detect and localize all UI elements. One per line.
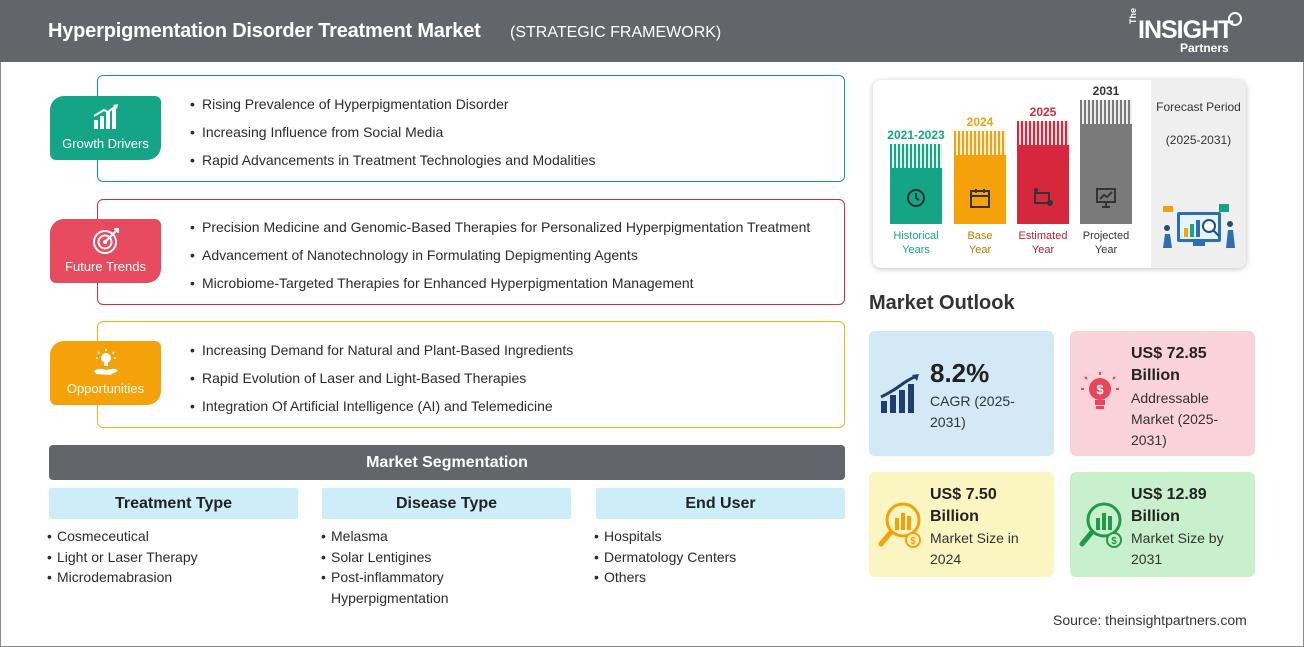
future-trends-label: Future Trends bbox=[65, 259, 146, 274]
page-subtitle: (STRATEGIC FRAMEWORK) bbox=[510, 24, 722, 41]
list-item: Rapid Advancements in Treatment Technolo… bbox=[190, 150, 830, 170]
market-size-2031-card: $ US$ 12.89 Billion Market Size by 2031 bbox=[1070, 472, 1255, 577]
calendar-icon bbox=[970, 189, 990, 208]
market-size-2024-value: US$ 7.50 Billion bbox=[930, 486, 997, 525]
disease-type-list: Melasma Solar Lentigines Post-inflammato… bbox=[321, 526, 491, 608]
year-label-base: 2024 bbox=[966, 115, 994, 129]
addressable-market-value: US$ 72.85 Billion bbox=[1131, 345, 1207, 384]
opportunities-badge: Opportunities bbox=[50, 341, 161, 405]
list-item: Microdemabrasion bbox=[47, 567, 297, 588]
market-size-2024-label: Market Size in 2024 bbox=[930, 530, 1019, 567]
list-item: Post-inflammatory Hyperpigmentation bbox=[321, 567, 491, 608]
year-label-estimated: 2025 bbox=[1029, 105, 1057, 119]
base-year-bar bbox=[954, 131, 1006, 224]
opportunities-list: Increasing Demand for Natural and Plant-… bbox=[190, 340, 830, 424]
list-item: Integration Of Artificial Intelligence (… bbox=[190, 396, 830, 416]
market-size-2031-value: US$ 12.89 Billion bbox=[1131, 486, 1207, 525]
insight-partners-logo: The INSIGHT Partners bbox=[1128, 8, 1248, 56]
list-item: Advancement of Nanotechnology in Formula… bbox=[190, 245, 830, 265]
idea-hand-icon bbox=[94, 349, 118, 375]
list-item: Dermatology Centers bbox=[594, 547, 844, 568]
projected-year-bar bbox=[1080, 100, 1132, 224]
segment-heading-disease-type: Disease Type bbox=[322, 488, 571, 519]
forecast-panel: Forecast Period (2025-2031) bbox=[1151, 80, 1246, 268]
list-item: Solar Lentigines bbox=[321, 547, 491, 568]
list-item: Rising Prevalence of Hyperpigmentation D… bbox=[190, 94, 830, 114]
forecast-period: (2025-2031) bbox=[1165, 133, 1232, 147]
page-title: Hyperpigmentation Disorder Treatment Mar… bbox=[48, 20, 481, 42]
growth-chart-icon bbox=[880, 374, 919, 413]
svg-text:$: $ bbox=[1096, 382, 1104, 397]
svg-text:$: $ bbox=[1111, 536, 1117, 547]
list-item: Microbiome-Targeted Therapies for Enhanc… bbox=[190, 273, 830, 293]
market-size-2024-card: $ US$ 7.50 Billion Market Size in 2024 bbox=[869, 472, 1054, 577]
source-note: Source: theinsightpartners.com bbox=[1053, 612, 1247, 628]
header-bar: Hyperpigmentation Disorder Treatment Mar… bbox=[0, 0, 1304, 62]
addressable-market-card: $ US$ 72.85 Billion Addressable Market (… bbox=[1070, 331, 1255, 456]
list-item: Increasing Influence from Social Media bbox=[190, 122, 830, 142]
segment-heading-end-user: End User bbox=[596, 488, 845, 519]
lightbulb-dollar-icon: $ bbox=[1081, 372, 1119, 409]
growth-drivers-badge: Growth Drivers bbox=[50, 96, 161, 160]
year-label-projected: 2031 bbox=[1092, 84, 1120, 98]
future-trends-badge: Future Trends bbox=[50, 219, 161, 283]
list-item: Melasma bbox=[321, 526, 491, 547]
addressable-market-label: Addressable Market (2025-2031) bbox=[1131, 390, 1219, 448]
list-item: Light or Laser Therapy bbox=[47, 547, 297, 568]
year-label-historical: 2021-2023 bbox=[887, 128, 945, 142]
opportunities-label: Opportunities bbox=[66, 381, 145, 396]
estimate-icon bbox=[1034, 188, 1053, 206]
historical-years-bar bbox=[890, 144, 942, 224]
market-outlook-title: Market Outlook bbox=[869, 292, 1015, 314]
end-user-list: Hospitals Dermatology Centers Others bbox=[594, 526, 844, 588]
list-item: Hospitals bbox=[594, 526, 844, 547]
market-size-2031-label: Market Size by 2031 bbox=[1131, 530, 1224, 567]
list-item: Cosmeceutical bbox=[47, 526, 297, 547]
segment-heading-treatment-type: Treatment Type bbox=[49, 488, 298, 519]
cagr-value: 8.2% bbox=[930, 358, 990, 388]
future-trends-list: Precision Medicine and Genomic-Based The… bbox=[190, 217, 830, 301]
money-search-icon: $ bbox=[878, 502, 921, 548]
segmentation-title: Market Segmentation bbox=[49, 445, 845, 480]
list-item: Rapid Evolution of Laser and Light-Based… bbox=[190, 368, 830, 388]
cagr-card: 8.2% CAGR (2025-2031) bbox=[869, 331, 1054, 456]
growth-drivers-label: Growth Drivers bbox=[62, 136, 149, 151]
treatment-type-list: Cosmeceutical Light or Laser Therapy Mic… bbox=[47, 526, 297, 588]
analytics-people-icon bbox=[1163, 204, 1235, 248]
growth-drivers-list: Rising Prevalence of Hyperpigmentation D… bbox=[190, 94, 830, 178]
presentation-icon bbox=[1096, 188, 1116, 208]
history-icon bbox=[907, 189, 925, 207]
list-item: Precision Medicine and Genomic-Based The… bbox=[190, 217, 830, 237]
estimated-year-bar bbox=[1017, 121, 1069, 224]
bar-growth-icon bbox=[93, 104, 118, 129]
list-item: Others bbox=[594, 567, 844, 588]
forecast-title: Forecast Period bbox=[1156, 100, 1241, 114]
money-search-icon: $ bbox=[1079, 502, 1122, 548]
target-icon bbox=[93, 228, 119, 254]
list-item: Increasing Demand for Natural and Plant-… bbox=[190, 340, 830, 360]
svg-text:$: $ bbox=[910, 536, 916, 547]
cagr-label: CAGR (2025-2031) bbox=[930, 393, 1015, 430]
